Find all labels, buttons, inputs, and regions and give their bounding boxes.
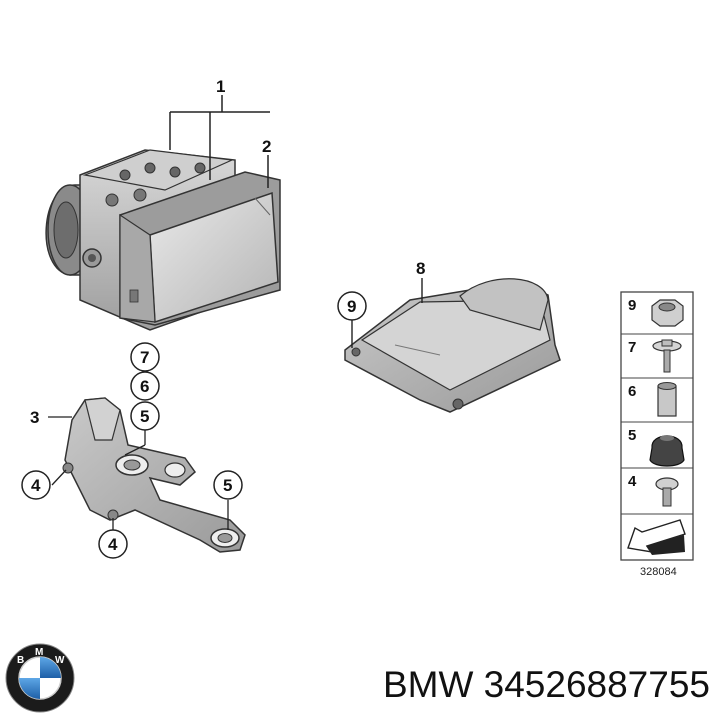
- spacer-sleeve-icon: [657, 382, 677, 417]
- legend-label-0: 9: [628, 297, 636, 314]
- callout-circle-5a: 5: [130, 401, 160, 431]
- svg-text:7: 7: [140, 348, 149, 367]
- callout-circle-4a: 4: [21, 470, 51, 500]
- callout-1: 1: [216, 77, 225, 96]
- legend-label-3: 5: [628, 427, 636, 444]
- leader-lines-bracket: [48, 416, 229, 530]
- leader-lines-1-2: [169, 95, 270, 188]
- callout-8: 8: [416, 259, 425, 278]
- diagram-reference-number: 328084: [640, 566, 677, 578]
- part-number-caption: BMW 34526887755: [382, 664, 710, 705]
- callout-3: 3: [30, 408, 39, 427]
- rubber-grommet-icon: [649, 435, 685, 467]
- legend-label-1: 7: [628, 339, 636, 356]
- bmw-logo: B M W: [5, 643, 75, 713]
- fastener-legend: 9 7 6 5 4: [620, 291, 694, 561]
- svg-text:4: 4: [108, 535, 118, 554]
- direction-arrow-icon: [627, 519, 686, 555]
- logo-letter-w: W: [55, 655, 65, 666]
- bolt-washer-icon: [652, 339, 682, 373]
- abs-hydraulic-unit: [45, 149, 281, 331]
- svg-text:5: 5: [223, 476, 232, 495]
- callout-circle-4b: 4: [98, 529, 128, 559]
- svg-text:5: 5: [140, 407, 149, 426]
- logo-letter-b: B: [17, 655, 24, 666]
- callout-circle-7: 7: [130, 342, 160, 372]
- callout-2: 2: [262, 137, 271, 156]
- legend-label-4: 4: [628, 473, 637, 490]
- callout-circle-9: 9: [337, 291, 367, 321]
- svg-text:9: 9: [347, 297, 356, 316]
- svg-text:6: 6: [140, 377, 149, 396]
- svg-text:4: 4: [31, 476, 41, 495]
- control-unit-module: [344, 278, 561, 413]
- leader-lines-8-9: [351, 278, 423, 348]
- screw-icon: [655, 477, 679, 507]
- logo-letter-m: M: [35, 647, 43, 658]
- legend-label-2: 6: [628, 383, 636, 400]
- callout-circle-5b: 5: [213, 470, 243, 500]
- hex-nut-icon: [651, 299, 684, 327]
- callout-circle-6: 6: [130, 371, 160, 401]
- mounting-bracket: [62, 397, 246, 553]
